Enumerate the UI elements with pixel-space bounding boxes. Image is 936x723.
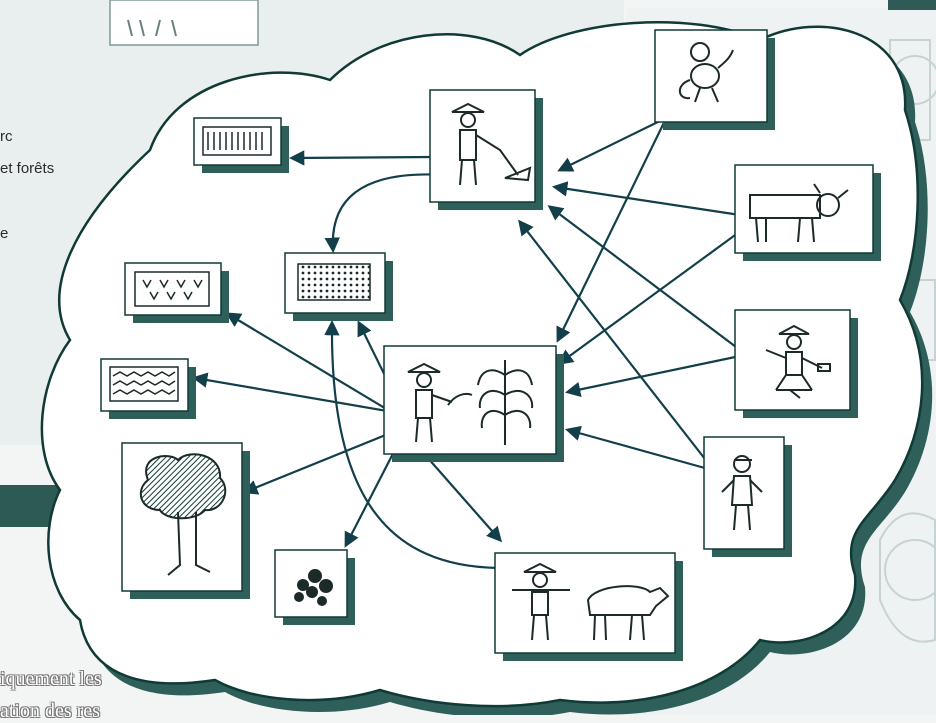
arrow	[324, 319, 499, 570]
card-seeds	[274, 549, 355, 625]
arrow	[324, 173, 446, 254]
top-accent-bar	[888, 0, 936, 10]
card-farmer-hoe	[429, 89, 543, 210]
tree-icon	[139, 453, 227, 576]
card-wave-field	[100, 358, 196, 419]
seeds-icon	[294, 569, 333, 606]
arrow	[565, 425, 713, 472]
farmer-with-tree-icon	[407, 360, 534, 445]
sitting-person-icon	[765, 324, 831, 399]
arrow	[551, 181, 741, 217]
bottom-text-line-1: iquement les	[0, 668, 102, 690]
monkey-icon	[678, 42, 734, 103]
arrow	[557, 229, 743, 365]
card-tree	[121, 442, 250, 599]
arrow	[547, 205, 741, 351]
rice-field-icon	[202, 126, 272, 156]
dotted-field-icon	[297, 263, 371, 301]
card-monkey	[654, 29, 775, 130]
person-with-cap-icon	[721, 455, 763, 531]
arrow	[557, 116, 669, 172]
arrow	[518, 219, 713, 469]
side-text-line-3: e	[0, 225, 9, 242]
farmer-with-hoe-icon	[451, 102, 532, 186]
arrow	[225, 312, 394, 414]
arrow	[242, 430, 394, 495]
arrow	[288, 150, 434, 166]
arrow	[344, 439, 401, 548]
side-text-line-1: rc	[0, 128, 13, 145]
side-text-line-2: et forêts	[0, 160, 55, 177]
wave-pattern-field-icon	[109, 366, 179, 402]
card-cow	[734, 164, 881, 261]
card-farmer-tree	[383, 345, 564, 462]
cow-icon	[749, 183, 849, 243]
card-person-cap	[703, 436, 792, 557]
farmer-with-buffalo-icon	[512, 562, 670, 641]
card-v-field	[124, 262, 229, 323]
v-pattern-field-icon	[134, 271, 210, 307]
arrow	[191, 372, 394, 414]
card-dotted-field	[284, 252, 393, 321]
arrow	[564, 354, 741, 398]
card-sitting-person	[734, 309, 858, 418]
arrow	[556, 99, 676, 343]
card-rice-field	[193, 117, 289, 173]
partial-card-top	[109, 0, 259, 46]
card-farmer-buffalo	[494, 552, 683, 661]
